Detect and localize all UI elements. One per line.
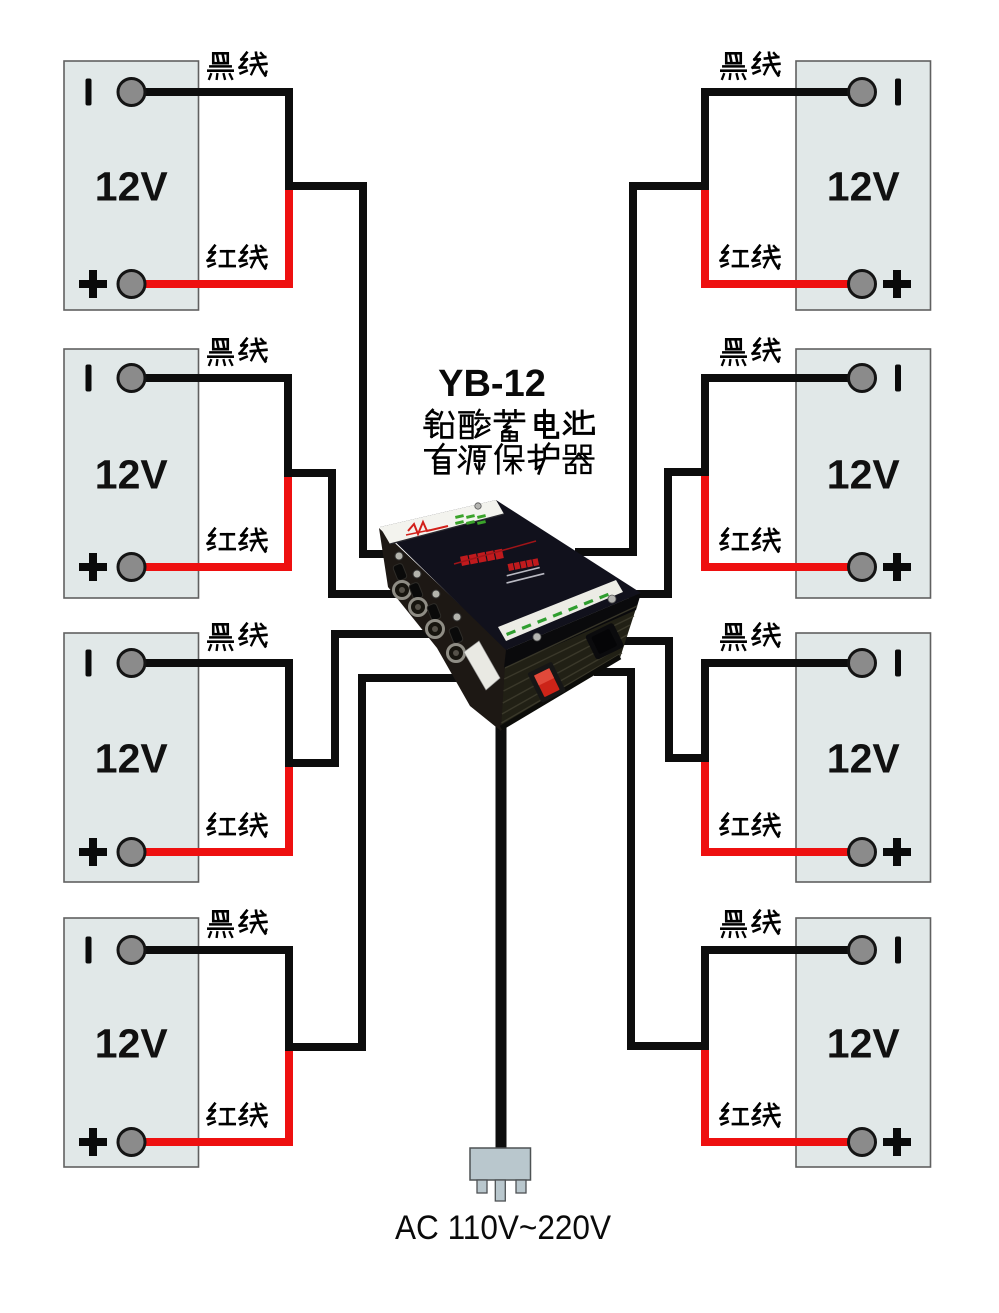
- svg-text:12V: 12V: [95, 164, 169, 210]
- svg-text:12V: 12V: [95, 1021, 169, 1067]
- svg-text:12V: 12V: [827, 164, 901, 210]
- svg-text:12V: 12V: [827, 736, 901, 782]
- svg-text:12V: 12V: [95, 736, 169, 782]
- svg-text:12V: 12V: [827, 1021, 901, 1067]
- svg-text:12V: 12V: [827, 452, 901, 498]
- svg-text:YB-12: YB-12: [438, 363, 546, 405]
- svg-text:12V: 12V: [95, 452, 169, 498]
- svg-text:AC 110V~220V: AC 110V~220V: [395, 1209, 611, 1247]
